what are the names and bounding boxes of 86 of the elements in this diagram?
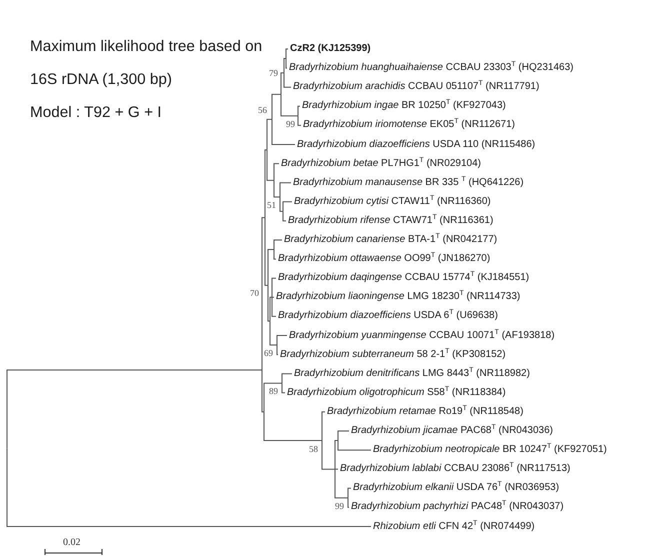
branch-line bbox=[272, 296, 274, 298]
taxon-label: Bradyrhizobium ingae BR 10250$^{T}$ (KF927043) bbox=[300, 99, 506, 114]
taxon-label: Bradyrhizobium iriomotense EK05$^{T}$ (NR112671) bbox=[301, 118, 515, 132]
bootstrap-value: 89 bbox=[269, 386, 278, 396]
branch-line bbox=[286, 58, 288, 69]
taxon-label: Bradyrhizobium jicamae PAC68$^{T}$ (NR043036) bbox=[349, 424, 553, 438]
taxon-label: Bradyrhizobium subterraneum 58 2-1$^{T}$ (KP308152) bbox=[278, 348, 506, 362]
taxon-label: Bradyrhizobium huanghuaihaiense CCBAU 23303$^{T}$ (HQ231463) bbox=[287, 61, 574, 76]
taxon-label: Bradyrhizobium pachyrhizi PAC48$^{T}$ (NR043037) bbox=[349, 500, 564, 514]
diagram-title: Maximum likelihood tree based on 16S rDNA (1,300 bp) bbox=[30, 37, 264, 90]
branch-line bbox=[266, 118, 272, 150]
bootstrap-value: 51 bbox=[267, 200, 276, 210]
taxon-label: Bradyrhizobium retamae Ro19$^{T}$ (NR118548) bbox=[325, 404, 524, 419]
taxon-label: Rhizobium etli CFN 42$^{T}$ (NR074499) bbox=[371, 520, 535, 534]
branch-line bbox=[298, 106, 300, 116]
branch-line bbox=[6, 448, 372, 527]
taxon-label: Bradyrhizobium yuanmingense CCBAU 10071$^{T}$ (AF193818) bbox=[287, 328, 555, 342]
taxon-label: Bradyrhizobium manausense BR 335 $^{T}$ (HQ641226) bbox=[291, 176, 524, 190]
branch-line bbox=[322, 411, 326, 442]
branch-line bbox=[266, 149, 274, 181]
taxon-label: Bradyrhizobium oligotrophicum S58$^{T}$ (NR118384) bbox=[285, 386, 506, 400]
branch-line bbox=[272, 118, 296, 145]
taxon-label: CzR2 (KJ125399) bbox=[288, 42, 371, 56]
bootstrap-value: 69 bbox=[264, 348, 273, 358]
branch-line bbox=[262, 217, 266, 370]
branch-line bbox=[282, 201, 292, 212]
branch-line bbox=[270, 320, 278, 346]
branch-line bbox=[276, 335, 288, 346]
bootstrap-value: 58 bbox=[309, 444, 318, 454]
taxon-label: Bradyrhizobium cytisi CTAW11$^{T}$ (NR116360) bbox=[292, 194, 491, 209]
taxon-label: Bradyrhizobium diazoefficiens USDA 6$^{T}$ (U69638) bbox=[276, 309, 498, 324]
taxon-label: Bradyrhizobium arachidis CCBAU 051107$^{T}$ (NR117791) bbox=[291, 80, 540, 94]
taxon-label: Bradyrhizobium neotropicale BR 10247$^{T}$ (KF927051) bbox=[371, 443, 607, 458]
bootstrap-value: 99 bbox=[286, 119, 295, 129]
branch-line bbox=[284, 58, 286, 74]
branch-line bbox=[348, 488, 352, 498]
taxon-label: Bradyrhizobium elkanii USDA 76$^{T}$ (NR036953) bbox=[351, 481, 560, 496]
branch-line bbox=[334, 468, 348, 498]
taxon-label: Bradyrhizobium liaoningense LMG 18230$^{T}$ (NR114733) bbox=[274, 290, 520, 304]
branch-line bbox=[280, 72, 284, 95]
taxon-label: Bradyrhizobium betae PL7HG1$^{T}$ (NR029104) bbox=[279, 156, 481, 171]
taxon-label: Bradyrhizobium canariense BTA-1$^{T}$ (NR042177) bbox=[282, 233, 498, 247]
branch-line bbox=[262, 370, 264, 412]
branch-line bbox=[282, 373, 292, 384]
taxon-label: Bradyrhizobium lablabi CCBAU 23086$^{T}$ (NR117513) bbox=[338, 462, 570, 476]
branch-line bbox=[280, 196, 284, 212]
taxon-label: Bradyrhizobium rifense CTAW71$^{T}$ (NR116361) bbox=[286, 214, 494, 228]
branch-line bbox=[276, 344, 278, 356]
taxon-label: Bradyrhizobium ottawaense OO99$^{T}$ (JN186270) bbox=[276, 252, 490, 266]
branch-line bbox=[6, 370, 262, 449]
branch-line bbox=[322, 440, 336, 470]
branch-line bbox=[268, 284, 270, 322]
taxon-label: Bradyrhizobium denitrificans LMG 8443$^{T}$ (NR118982) bbox=[292, 366, 530, 381]
branch-line bbox=[338, 440, 372, 451]
branch-line bbox=[264, 217, 268, 286]
branch-line bbox=[280, 94, 298, 116]
branch-line bbox=[280, 182, 292, 198]
branch-line bbox=[268, 249, 274, 286]
branch-line bbox=[274, 240, 282, 250]
branch-line bbox=[270, 296, 272, 322]
branch-line bbox=[274, 249, 276, 260]
branch-line bbox=[272, 278, 276, 298]
branch-line bbox=[272, 94, 282, 120]
taxon-label: Bradyrhizobium daqingense CCBAU 15774$^{T}$ (KJ184551) bbox=[276, 271, 530, 286]
branch-line bbox=[334, 440, 338, 470]
branch-line bbox=[264, 382, 282, 412]
scale-label: 0.02 bbox=[63, 537, 80, 548]
branch-line bbox=[338, 430, 350, 442]
bootstrap-value: 56 bbox=[258, 105, 267, 115]
bootstrap-value: 79 bbox=[269, 68, 278, 78]
branch-line bbox=[264, 149, 268, 218]
branch-line bbox=[282, 210, 286, 222]
taxon-label: Bradyrhizobium diazoefficiens USDA 110 (NR115486) bbox=[295, 138, 536, 152]
branch-line bbox=[284, 72, 292, 88]
branch-line bbox=[298, 115, 302, 126]
model-note: Model : T92 + G + I bbox=[30, 103, 162, 123]
branch-line bbox=[334, 468, 338, 470]
branch-line bbox=[282, 382, 286, 394]
branch-line bbox=[272, 296, 276, 317]
branch-line bbox=[274, 180, 280, 198]
bootstrap-value: 70 bbox=[250, 288, 259, 298]
branch-line bbox=[274, 163, 280, 181]
bootstrap-value: 99 bbox=[335, 501, 344, 511]
branch-line bbox=[348, 497, 350, 508]
branch-line bbox=[286, 48, 288, 60]
branch-line bbox=[264, 411, 322, 442]
